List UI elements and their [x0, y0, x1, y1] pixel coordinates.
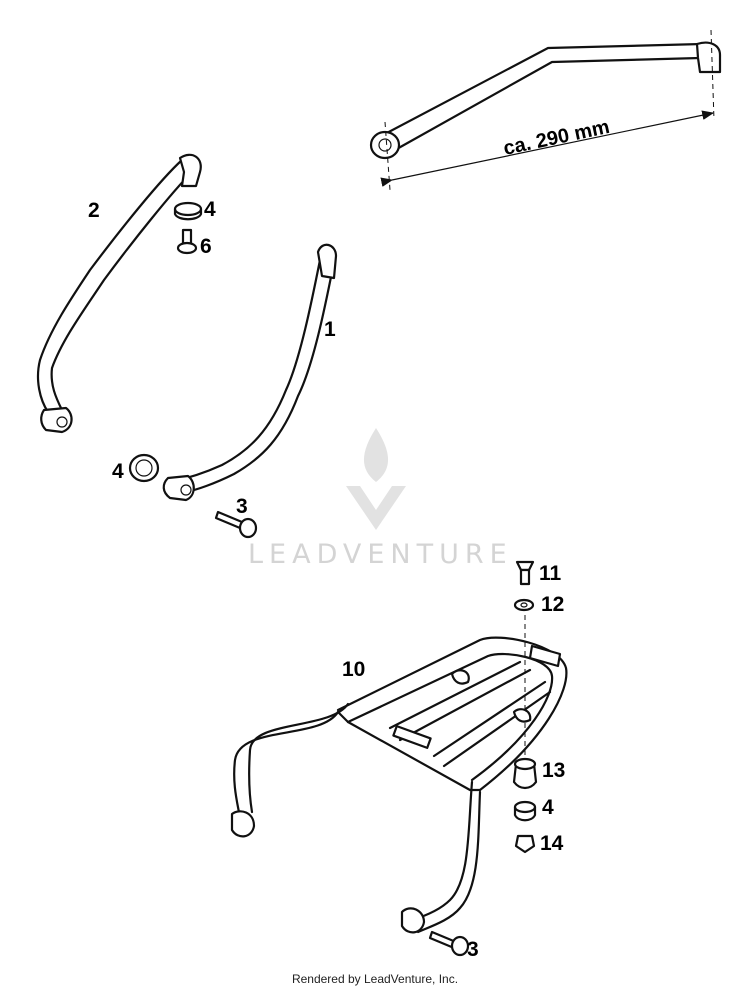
part-11-screw	[515, 560, 535, 586]
callout-3-bottom: 3	[467, 938, 479, 961]
callout-10: 10	[342, 658, 365, 681]
part-10-luggage-rack	[230, 636, 568, 934]
callout-3-middle: 3	[236, 495, 248, 518]
callout-14: 14	[540, 832, 564, 855]
callout-12: 12	[541, 593, 564, 616]
part-12-washer	[513, 598, 535, 612]
part-4-spacer-lower	[513, 800, 537, 822]
part-2-grab-handle	[36, 153, 202, 434]
part-13-rubber	[512, 757, 538, 790]
callout-13: 13	[542, 759, 565, 782]
watermark-text: LEADVENTURE	[248, 539, 513, 570]
part-1-grab-handle	[162, 243, 338, 502]
watermark-logo	[346, 428, 406, 530]
part-4-spacer-top	[173, 201, 203, 221]
part-4-spacer-middle	[128, 453, 160, 483]
callout-1: 1	[324, 318, 336, 341]
part-3-bolt-middle	[214, 510, 258, 539]
callout-4-lower: 4	[542, 796, 554, 819]
callout-11: 11	[539, 562, 562, 585]
footer-credit: Rendered by LeadVenture, Inc.	[291, 972, 459, 986]
part-3-bolt-bottom	[428, 930, 470, 957]
callout-6: 6	[200, 235, 212, 258]
dimension-label: ca. 290 mm	[501, 116, 611, 160]
callout-2: 2	[88, 199, 100, 222]
callout-4-top: 4	[204, 198, 216, 221]
dimension-drawing	[369, 29, 722, 191]
part-14-nut	[514, 834, 536, 854]
part-6-screw	[176, 228, 198, 255]
callout-4-middle: 4	[112, 460, 124, 483]
